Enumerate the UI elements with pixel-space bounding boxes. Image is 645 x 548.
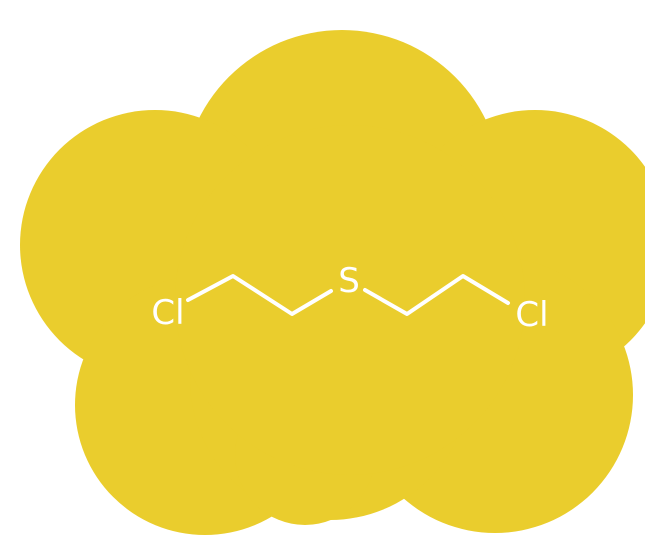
- sulfur-label: S: [338, 261, 360, 301]
- molecule-structure: Cl S Cl: [151, 261, 548, 335]
- cloud-puff-middle: [175, 125, 525, 475]
- yellow-cloud: [20, 30, 645, 535]
- left-chlorine-label: Cl: [151, 293, 184, 333]
- carbon-chain-left-bonds: [186, 274, 333, 316]
- carbon-chain-right-bonds: [363, 274, 510, 316]
- right-chlorine-label: Cl: [515, 295, 548, 335]
